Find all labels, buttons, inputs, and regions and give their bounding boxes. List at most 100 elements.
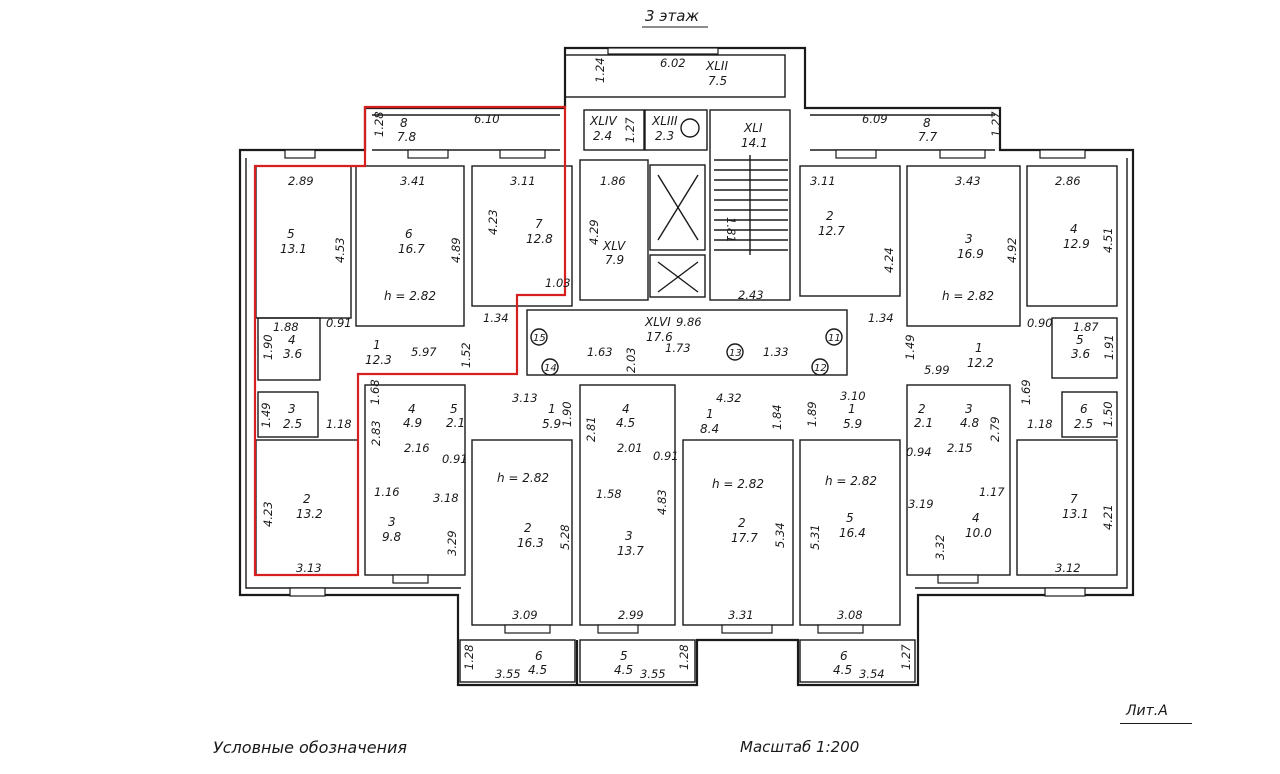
dim: 2.43 bbox=[738, 288, 764, 302]
dim: 4.92 bbox=[1005, 237, 1019, 263]
dim: 3.41 bbox=[400, 174, 426, 188]
dim: 1.87 bbox=[1073, 320, 1099, 334]
room-area: 3.6 bbox=[1071, 347, 1090, 361]
room-area: 12.8 bbox=[526, 232, 553, 246]
dim: 5.34 bbox=[773, 522, 787, 548]
room-area: 4.9 bbox=[403, 416, 422, 430]
room-number: 2 bbox=[524, 521, 532, 535]
dim: 3.12 bbox=[1055, 561, 1081, 575]
dim: 5.97 bbox=[411, 345, 437, 359]
room-number: 3 bbox=[388, 515, 396, 529]
room-number: 6 bbox=[1080, 402, 1088, 416]
room-area: 3.6 bbox=[283, 347, 302, 361]
room-area: 13.1 bbox=[280, 242, 307, 256]
dim: 6.02 bbox=[660, 56, 686, 70]
dim: 4.83 bbox=[655, 489, 669, 515]
room-number: 2 bbox=[918, 402, 926, 416]
dim: 1.81 bbox=[724, 217, 738, 243]
dim: 1.88 bbox=[273, 320, 299, 334]
room-area: 7.7 bbox=[918, 130, 937, 144]
dim: 3.08 bbox=[837, 608, 863, 622]
dim: 3.31 bbox=[728, 608, 754, 622]
room-number: 8 bbox=[923, 116, 931, 130]
dim: 1.28 bbox=[677, 644, 691, 670]
dim: 2.03 bbox=[624, 347, 638, 373]
scale-label: Масштаб 1:200 bbox=[740, 738, 860, 756]
dim: 1.34 bbox=[483, 311, 509, 325]
dim: 1.50 bbox=[1101, 401, 1115, 427]
right-apartment bbox=[799, 114, 1118, 576]
dim: 2.15 bbox=[947, 441, 973, 455]
dim: 4.53 bbox=[333, 237, 347, 263]
dim: 1.18 bbox=[1027, 417, 1053, 431]
room-number: 6 bbox=[535, 649, 543, 663]
room-area: 12.9 bbox=[1063, 237, 1090, 251]
ceiling-height: h = 2.82 bbox=[942, 289, 994, 303]
room-area: 2.4 bbox=[593, 129, 612, 143]
room-number: 6 bbox=[840, 649, 848, 663]
dim: 0.90 bbox=[1027, 316, 1053, 330]
room-area: 7.9 bbox=[605, 253, 624, 267]
dim: 9.86 bbox=[676, 315, 702, 329]
dim: 4.21 bbox=[1101, 504, 1115, 530]
room-number: 5 bbox=[287, 227, 295, 241]
dim: 4.23 bbox=[261, 501, 275, 527]
room-number: 5 bbox=[450, 402, 458, 416]
room-area: 4.5 bbox=[614, 663, 633, 677]
room-area: 2.1 bbox=[446, 416, 465, 430]
dim: 3.43 bbox=[955, 174, 981, 188]
dim: 2.99 bbox=[618, 608, 644, 622]
room-number: 2 bbox=[826, 209, 834, 223]
room-number: 5 bbox=[846, 511, 854, 525]
room-area: 12.3 bbox=[365, 353, 392, 367]
ceiling-height-labels: h = 2.82 h = 2.82 h = 2.82 h = 2.82 h = … bbox=[384, 289, 994, 491]
room-area: 16.4 bbox=[839, 526, 866, 540]
room-number: 8 bbox=[400, 116, 408, 130]
room-area: 12.2 bbox=[967, 356, 994, 370]
dim: 1.84 bbox=[770, 404, 784, 430]
dim: 2.79 bbox=[988, 416, 1002, 442]
dim: 2.86 bbox=[1055, 174, 1081, 188]
dim: 6.09 bbox=[862, 112, 888, 126]
room-area: 2.1 bbox=[914, 416, 933, 430]
room-number: 3 bbox=[625, 529, 633, 543]
dim: 2.89 bbox=[288, 174, 314, 188]
marker-14: 14 bbox=[544, 363, 557, 374]
room-area: 16.9 bbox=[957, 247, 984, 261]
room-number: 3 bbox=[965, 402, 973, 416]
dim: 0.94 bbox=[906, 445, 932, 459]
dim: 3.09 bbox=[512, 608, 538, 622]
dim: 3.11 bbox=[510, 174, 536, 188]
dim: 1.34 bbox=[868, 311, 894, 325]
dim: 1.49 bbox=[903, 334, 917, 360]
dim: 1.86 bbox=[600, 174, 626, 188]
liter-underline bbox=[1120, 723, 1192, 724]
room-labels: 5 13.1 6 16.7 7 12.8 8 7.8 4 3.6 1 12.3 … bbox=[280, 59, 1093, 677]
dim: 3.13 bbox=[296, 561, 322, 575]
room-number: 4 bbox=[288, 333, 296, 347]
dim: 1.17 bbox=[979, 485, 1005, 499]
room-number: XLV bbox=[602, 239, 626, 253]
room-area: 9.8 bbox=[382, 530, 401, 544]
room-number: 3 bbox=[965, 232, 973, 246]
dim: 5.99 bbox=[924, 363, 950, 377]
dim: 2.01 bbox=[617, 441, 643, 455]
dim: 1.69 bbox=[1019, 379, 1033, 405]
dim: 1.52 bbox=[459, 342, 473, 368]
dim: 1.90 bbox=[560, 401, 574, 427]
room-number: 5 bbox=[1076, 333, 1084, 347]
room-area: 4.8 bbox=[960, 416, 979, 430]
dim: 2.16 bbox=[404, 441, 430, 455]
dim: 1.89 bbox=[805, 401, 819, 427]
legend-title: Условные обозначения bbox=[213, 738, 408, 757]
dim: 1.27 bbox=[623, 117, 637, 143]
dim: 2.81 bbox=[584, 416, 598, 442]
dim: 3.10 bbox=[840, 389, 866, 403]
marker-12: 12 bbox=[814, 363, 827, 374]
room-number: 5 bbox=[620, 649, 628, 663]
room-number: 1 bbox=[848, 402, 856, 416]
dim: 4.32 bbox=[716, 391, 742, 405]
room-number: XLIV bbox=[589, 114, 617, 128]
room-area: 5.9 bbox=[843, 417, 862, 431]
